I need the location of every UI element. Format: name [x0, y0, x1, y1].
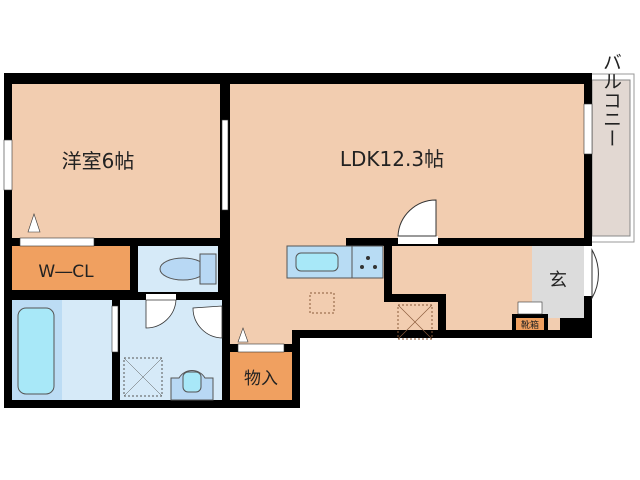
stove-icon: [366, 256, 370, 260]
ldk-door-icon: [397, 199, 438, 244]
window-west: [3, 139, 13, 191]
shoe-box: 靴箱: [512, 301, 548, 334]
partition-door: [221, 119, 229, 211]
walk-in-closet-label: W―CL: [38, 262, 94, 282]
toilet-icon: [159, 257, 207, 281]
sink-icon: [295, 252, 339, 272]
washroom-door-icon: [192, 305, 223, 339]
svg-text:靴箱: 靴箱: [521, 319, 539, 331]
window-east: [583, 103, 593, 155]
toilet-door-icon: [145, 299, 177, 329]
bathtub-icon: [17, 307, 55, 395]
balcony: バルコニー: [587, 53, 635, 243]
storage: [230, 352, 292, 400]
entrance-door-icon: [591, 248, 599, 300]
ldk-label: LDK12.3帖: [340, 147, 444, 171]
washing-machine-space: [123, 357, 163, 397]
walk-in-closet: [12, 246, 130, 290]
fridge-space: [309, 292, 335, 314]
storage-label: 物入: [244, 369, 278, 389]
washer-space: [397, 304, 433, 340]
kitchen-counter: [286, 245, 384, 279]
entrance-label: 玄: [549, 270, 567, 291]
balcony-label: バルコニー: [600, 53, 622, 148]
western-room: [12, 84, 220, 238]
western-room-label: 洋室6帖: [62, 149, 135, 173]
